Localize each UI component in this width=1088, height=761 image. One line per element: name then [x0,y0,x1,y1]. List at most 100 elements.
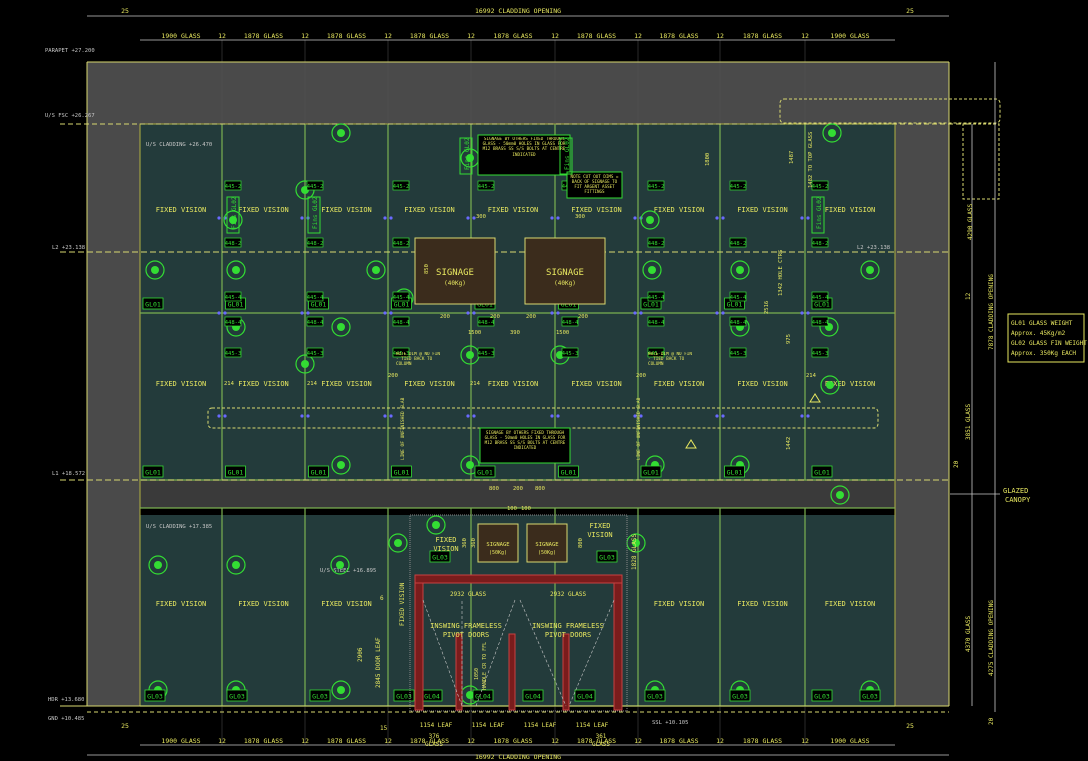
bracket-box-r2a-1 [306,316,324,327]
tag-box-mid-8 [811,465,833,478]
side-fv-left-1: FIXED [435,536,456,544]
callout-circle-22 [331,455,351,475]
small-sign-left [477,523,519,563]
top-bay-dim-4: 1878 GLASS [493,32,532,40]
callout-dot-19 [466,351,474,359]
tag-box-bottom-6 [522,689,544,702]
right-joint-3: 20 [988,717,995,725]
door-post-2 [508,633,516,711]
pt-a-2-2 [383,414,387,418]
dim-6: 6 [380,595,384,602]
callout-dot-22 [337,461,345,469]
door-pivot-left: PIVOT DOORS [443,631,489,639]
top-joint-5: 12 [634,32,642,40]
callout-dot-23 [466,461,474,469]
tag-box-bottom-9 [729,689,751,702]
bracket-text-r2a-3: 448-4 [478,320,495,326]
bracket-text-r1a-5: 445-2 [648,184,665,190]
tag-text-upper-1: GL01 [228,301,244,309]
tag-box-side-0 [429,550,451,563]
fv-lower-1: FIXED VISION [238,600,289,608]
signage-weight-left: (40Kg) [444,280,466,287]
door-inswing-right: INSWING FRAMELESS [532,622,604,630]
swing-4 [568,599,615,707]
lower-dim-3: 800 [535,486,545,492]
fv-lower-0: FIXED VISION [156,600,207,608]
leaf-dim-2: 1154 LEAF [524,722,557,729]
tag-text-bottom-0: GL03 [147,693,163,701]
callout-dot-5 [736,266,744,274]
bracket-box-r3a-1 [306,347,324,358]
signage-title-left: SIGNAGE [436,268,474,278]
slab-band [140,480,895,508]
pt-b-1-1 [306,311,310,315]
callout-dot-18 [301,360,309,368]
tag-text-upper-8: GL01 [814,301,830,309]
right-dimensions: 4290 GLASS 3851 GLASS 7878 CLADDING OPEN… [953,62,996,725]
door-side-label: FIXED VISION [399,582,406,626]
glazed-canopy: GLAZED CANOPY [950,487,1031,504]
weight-line-2: Approx. 45Kg/m2 [1011,330,1066,337]
callout-dot-35 [337,686,345,694]
tag-box-bottom-2 [309,689,331,702]
bottom-bay-dim-1: 1878 GLASS [244,737,283,745]
bracket-text-r1b-2: 448-2 [393,241,410,247]
tag-box-mid-3 [391,465,412,478]
callout-dot-15 [337,323,345,331]
callout-circle-12 [223,210,243,230]
door-post-1 [455,633,463,711]
pt-a-1-4 [550,311,554,315]
top-joint-0: 12 [218,32,226,40]
fv-upper-0: FIXED VISION [156,206,207,214]
tag-box-mid-4 [474,465,496,478]
fv-upper-2: FIXED VISION [321,206,372,214]
left-spandrel [87,124,140,706]
bracket-box-r2b-6 [729,291,747,302]
pt-a-2-5 [633,414,637,418]
callout-dot-0 [151,266,159,274]
callout-circle-18 [295,354,315,374]
leaf-dim-3: 1154 LEAF [576,722,609,729]
swing-1 [422,599,463,707]
overall-dim-bottom: 16992 CLADDING OPENING [475,753,561,761]
callout-circle-23 [460,455,480,475]
tag-text-upper-0: GL01 [145,301,161,309]
callout-circle-6 [860,260,880,280]
door-glass-left: 2932 GLASS [450,591,487,598]
small-sign-right-title: SIGNAGE [535,542,558,548]
bottom-bay-dim-0: 1900 GLASS [161,737,200,745]
sig-mid: 390 [510,330,520,336]
fv-upper-5: FIXED VISION [571,206,622,214]
lower-sub-2: 100 [521,506,531,512]
tag-box-mid-2 [308,465,329,478]
lower-h-2: 360 [471,538,477,548]
door-swing-lines [422,599,615,707]
bottom-joint-6: 12 [716,737,724,745]
fv-upper-8: FIXED VISION [825,206,876,214]
sig-off-1: 200 [440,314,450,320]
tag-box-bottom-0 [144,689,166,702]
tag-text-mid-3: GL01 [394,469,410,477]
door-leaf-height: 2845 DOOR LEAF [375,637,382,688]
pt-a-1-3 [466,311,470,315]
canopy-label-2: CANOPY [1005,496,1031,504]
fv-mid-0: FIXED VISION [156,380,207,388]
lower-dim-2: 200 [513,486,523,492]
pt-a-2-6 [715,414,719,418]
fin-gl02-box-4 [307,196,321,234]
bracket-box-r1a-6 [729,180,747,191]
fv-lower-6: FIXED VISION [654,600,705,608]
fv-mid-4: FIXED VISION [488,380,539,388]
bracket-text-r3a-4: 445-3 [562,351,579,357]
bracket-text-r3a-2: 445-3 [393,351,410,357]
sig-gap-left: 300 [476,214,486,220]
callout-dot-1 [232,266,240,274]
weight-box [1007,313,1085,363]
bracket-text-r3a-5: 445-3 [648,351,665,357]
canopy-label-1: GLAZED [1003,487,1028,495]
handle-dim: 1050 [474,668,480,680]
callout-dot-4 [648,266,656,274]
cutout-note: NOTE CUT OUT DIMS = BACK OF SIGNAGE TO F… [570,174,619,194]
fv-mid-7: FIXED VISION [737,380,788,388]
